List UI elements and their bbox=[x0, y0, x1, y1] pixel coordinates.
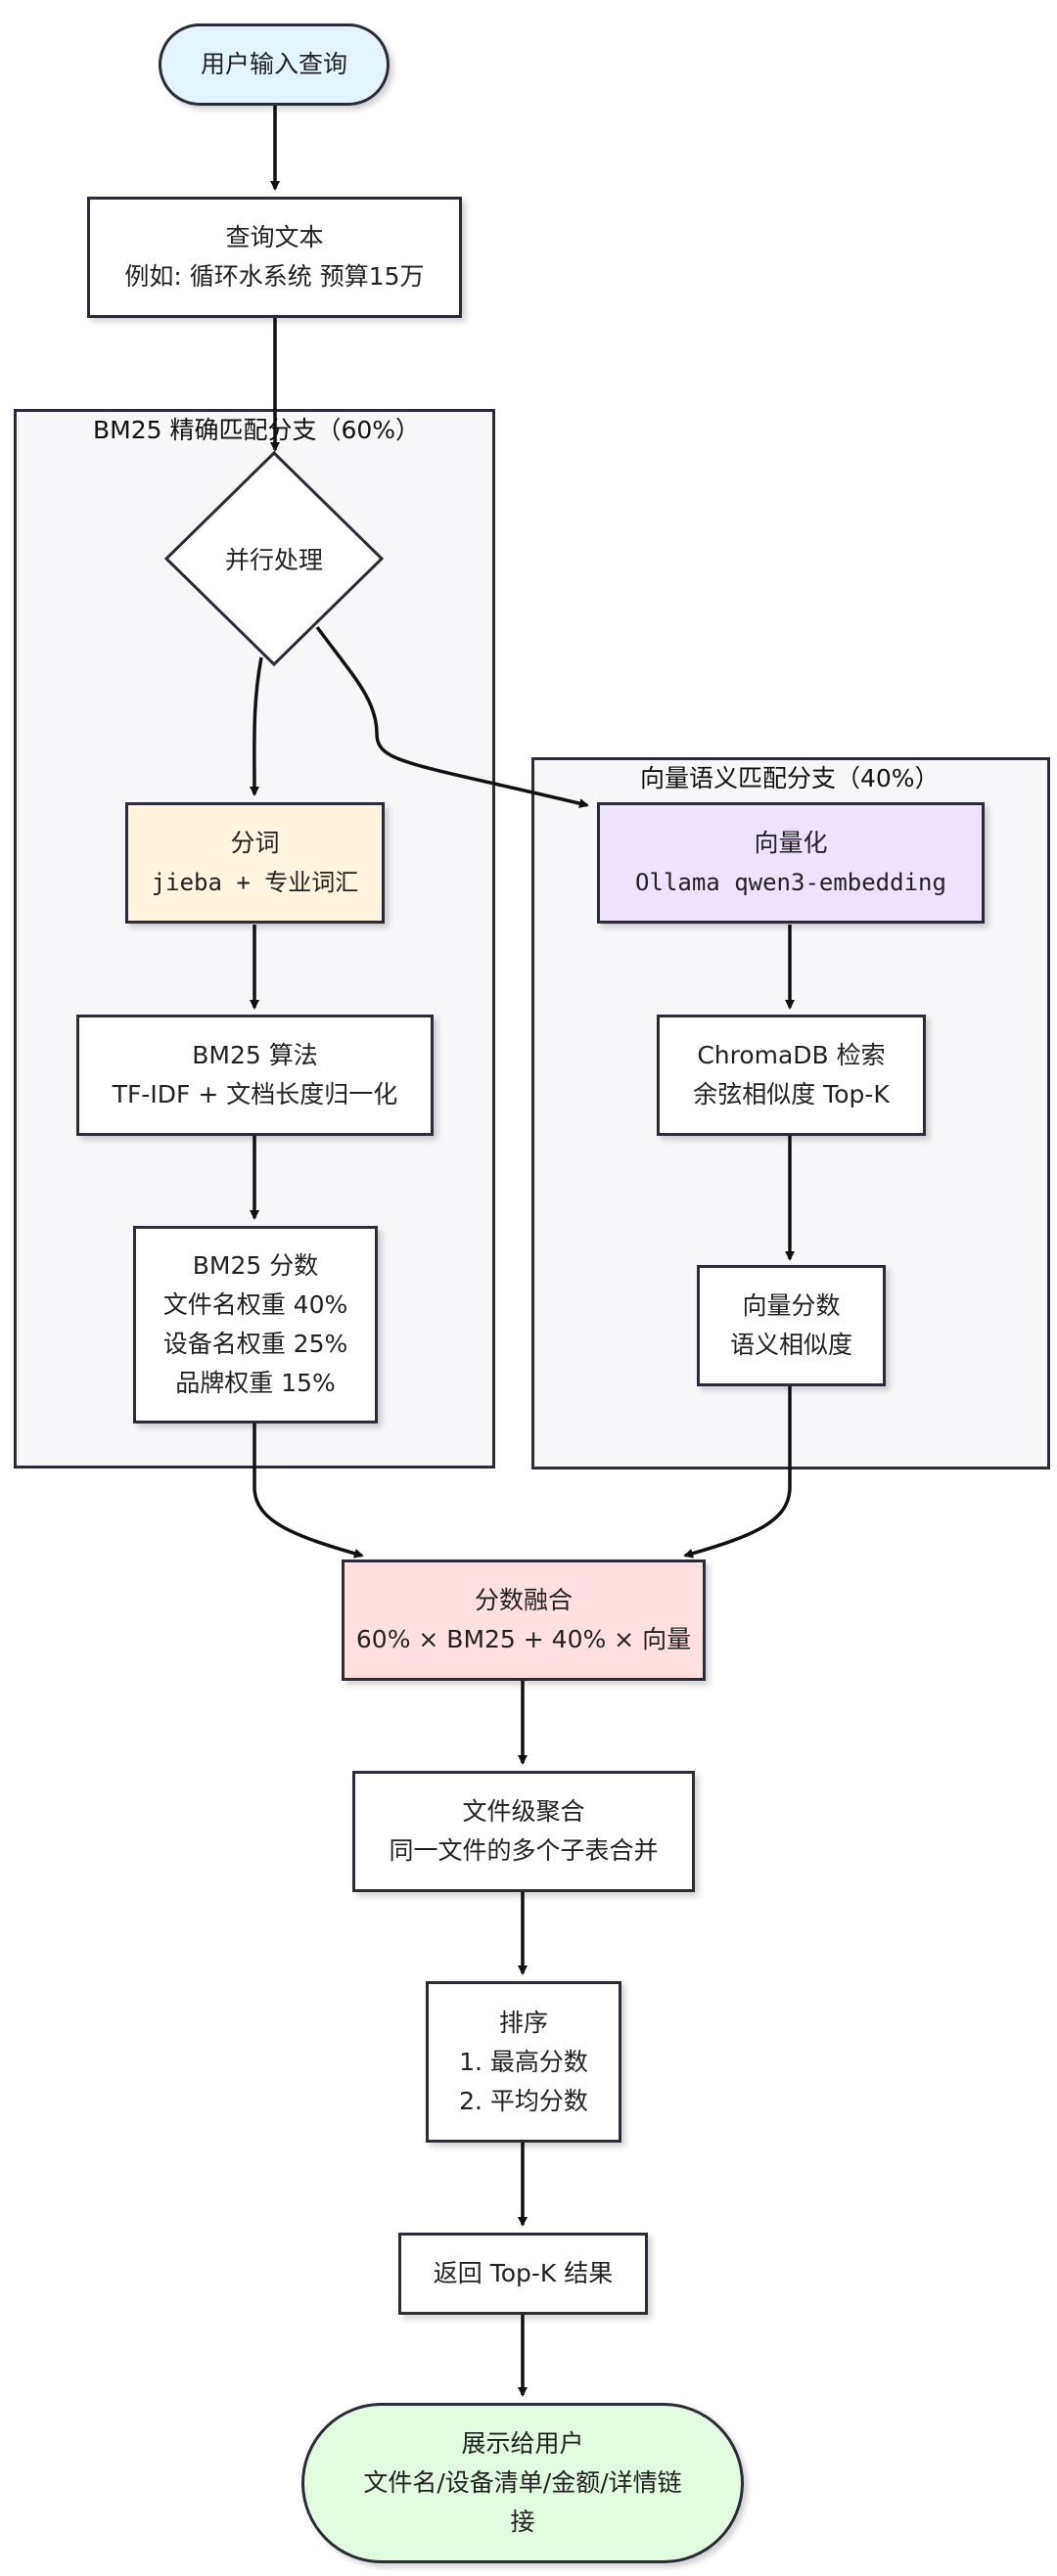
bm25-score-line-3: 品牌权重 15% bbox=[175, 1369, 336, 1397]
vectorize-node: 向量化 Ollama qwen3-embedding bbox=[597, 802, 985, 924]
sort-node: 排序 1. 最高分数 2. 平均分数 bbox=[426, 1981, 621, 2143]
bm25-score-node: BM25 分数 文件名权重 40% 设备名权重 25% 品牌权重 15% bbox=[133, 1226, 378, 1424]
tokenize-title: 分词 bbox=[230, 829, 280, 857]
chromadb-title: ChromaDB 检索 bbox=[697, 1041, 886, 1069]
chromadb-node: ChromaDB 检索 余弦相似度 Top-K bbox=[657, 1015, 926, 1136]
edge-parallel-tokenize bbox=[249, 656, 263, 796]
fusion-node: 分数融合 60% × BM25 + 40% × 向量 bbox=[342, 1559, 706, 1681]
tokenize-node: 分词 jieba + 专业词汇 bbox=[125, 802, 385, 924]
display-line-1: 文件名/设备清单/金额/详情链 bbox=[363, 2468, 682, 2497]
fusion-detail: 60% × BM25 + 40% × 向量 bbox=[355, 1625, 692, 1653]
query-title: 查询文本 bbox=[225, 223, 324, 251]
bm25-algorithm-node: BM25 算法 TF-IDF + 文档长度归一化 bbox=[76, 1015, 434, 1136]
bm25-branch-title: BM25 精确匹配分支（60%） bbox=[93, 416, 421, 444]
return-label: 返回 Top-K 结果 bbox=[433, 2259, 614, 2287]
display-node: 展示给用户 文件名/设备清单/金额/详情链 接 bbox=[301, 2403, 744, 2563]
bm25-score-line-2: 设备名权重 25% bbox=[162, 1330, 348, 1358]
aggregate-node: 文件级聚合 同一文件的多个子表合并 bbox=[352, 1771, 695, 1892]
sort-title: 排序 bbox=[498, 2008, 548, 2037]
start-node: 用户输入查询 bbox=[159, 23, 390, 106]
edge-parallel-vectorize bbox=[315, 625, 589, 809]
fusion-title: 分数融合 bbox=[474, 1586, 573, 1614]
tokenize-detail: jieba + 专业词汇 bbox=[151, 869, 359, 896]
chromadb-detail: 余弦相似度 Top-K bbox=[693, 1080, 890, 1108]
query-example: 例如: 循环水系统 预算15万 bbox=[124, 262, 425, 291]
bm25-algorithm-detail: TF-IDF + 文档长度归一化 bbox=[112, 1080, 398, 1108]
bm25-score-line-1: 文件名权重 40% bbox=[162, 1290, 348, 1319]
edge-vecscore-fusion bbox=[683, 1384, 792, 1559]
vector-score-node: 向量分数 语义相似度 bbox=[697, 1265, 886, 1386]
parallel-label: 并行处理 bbox=[224, 546, 323, 574]
start-label: 用户输入查询 bbox=[200, 50, 347, 78]
parallel-diamond bbox=[163, 450, 385, 667]
bm25-algorithm-title: BM25 算法 bbox=[192, 1041, 318, 1069]
aggregate-title: 文件级聚合 bbox=[462, 1797, 585, 1826]
vector-branch-title: 向量语义匹配分支（40%） bbox=[640, 764, 940, 792]
display-title: 展示给用户 bbox=[461, 2429, 584, 2458]
sort-line-1: 1. 最高分数 bbox=[459, 2047, 588, 2076]
vectorize-detail: Ollama qwen3-embedding bbox=[635, 869, 946, 896]
aggregate-detail: 同一文件的多个子表合并 bbox=[389, 1836, 659, 1865]
vector-score-title: 向量分数 bbox=[742, 1291, 841, 1320]
bm25-score-title: BM25 分数 bbox=[192, 1251, 319, 1280]
sort-line-2: 2. 平均分数 bbox=[459, 2086, 588, 2115]
vectorize-title: 向量化 bbox=[754, 829, 828, 857]
query-node: 查询文本 例如: 循环水系统 预算15万 bbox=[87, 197, 462, 318]
return-node: 返回 Top-K 结果 bbox=[398, 2233, 648, 2315]
vector-score-detail: 语义相似度 bbox=[729, 1331, 852, 1359]
edge-bm25score-fusion bbox=[253, 1424, 364, 1559]
display-line-2: 接 bbox=[510, 2508, 535, 2536]
